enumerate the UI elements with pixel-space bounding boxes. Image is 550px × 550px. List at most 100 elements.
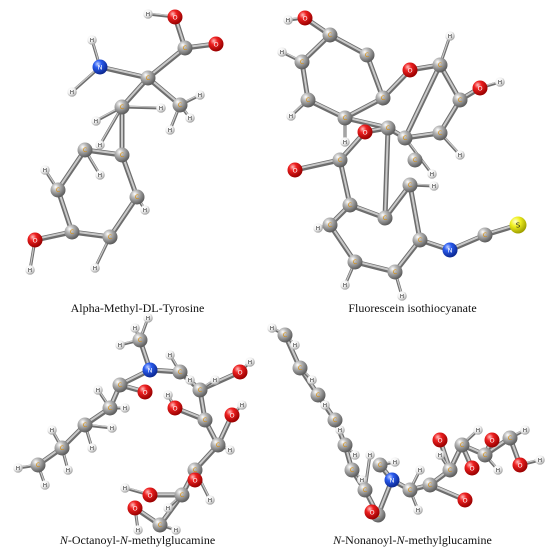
hydrogen-atom: H — [473, 425, 483, 435]
caption-italic-n: N — [396, 533, 405, 547]
carbon-sphere — [387, 264, 403, 280]
atom-label: O — [132, 504, 137, 512]
oxygen-sphere — [224, 407, 240, 423]
atom-label: C — [203, 417, 207, 424]
hydrogen-atom: H — [195, 90, 205, 100]
atom-label: O — [477, 84, 482, 92]
hydrogen-sphere — [90, 263, 100, 273]
carbon-sphere — [377, 210, 393, 226]
caption-italic-n: N — [119, 533, 128, 547]
carbon-atom: C — [64, 224, 80, 240]
hydrogen-atom: H — [91, 116, 101, 126]
atom-label: C — [316, 392, 320, 399]
carbon-sphere — [372, 457, 388, 473]
hydrogen-atom: H — [40, 480, 50, 490]
hydrogen-atom: H — [307, 375, 317, 385]
carbon-atom: C — [337, 110, 353, 126]
carbon-atom: C — [292, 360, 308, 376]
atom-label: C — [56, 187, 60, 194]
atom-label: H — [538, 458, 542, 464]
atom-label: O — [213, 40, 218, 48]
carbon-atom: C — [337, 437, 353, 453]
carbon-atom: C — [310, 387, 326, 403]
hydrogen-sphere — [163, 503, 173, 513]
atom-label: C — [483, 452, 487, 459]
hydrogen-atom: H — [67, 87, 77, 97]
carbon-atom: C — [442, 462, 458, 478]
caption-text: -methylglucamine — [404, 533, 492, 547]
atom-label: H — [323, 403, 327, 409]
hydrogen-sphere — [340, 137, 350, 147]
caption-text: Alpha-Methyl-DL-Tyrosine — [70, 301, 205, 315]
atom-label: C — [428, 482, 432, 489]
carbon-atom: C — [347, 254, 363, 270]
hydrogen-sphere — [115, 340, 125, 350]
hydrogen-sphere — [120, 403, 130, 413]
carbon-atom: C — [452, 92, 468, 108]
hydrogen-sphere — [210, 375, 220, 385]
atom-label: C — [178, 369, 182, 376]
carbon-atom: C — [322, 27, 338, 43]
hydrogen-atom: H — [185, 375, 195, 385]
atom-label: C — [328, 222, 332, 229]
carbon-sphere — [432, 125, 448, 141]
caption-text: Fluorescein isothiocyanate — [348, 301, 477, 315]
atom-label: C — [120, 104, 124, 111]
carbon-sphere — [172, 97, 188, 113]
atom-label: H — [174, 528, 178, 534]
hydrogen-atom: H — [165, 350, 175, 360]
carbon-atom: C — [344, 462, 360, 478]
hydrogen-atom: H — [427, 169, 437, 179]
hydrogen-atom: H — [267, 323, 277, 333]
hydrogen-sphere — [185, 375, 195, 385]
atom-label: H — [28, 268, 32, 274]
hydrogen-atom: H — [520, 425, 530, 435]
carbon-sphere — [502, 430, 518, 446]
carbon-sphere — [357, 482, 373, 498]
atom-label: C — [343, 442, 347, 449]
atom-label: C — [365, 52, 369, 59]
hydrogen-sphere — [357, 475, 367, 485]
atom-label: H — [248, 360, 252, 366]
hydrogen-sphere — [107, 423, 117, 433]
atom-label: C — [383, 215, 387, 222]
hydrogen-atom: H — [171, 525, 181, 535]
carbon-sphere — [140, 70, 156, 86]
atom-label: H — [496, 468, 500, 474]
hydrogen-sphere — [313, 223, 323, 233]
hydrogen-sphere — [290, 340, 300, 350]
atom-label: H — [338, 428, 342, 434]
hydrogen-sphere — [397, 291, 407, 301]
carbon-sphere — [192, 382, 208, 398]
atom-label: C — [418, 237, 422, 244]
hydrogen-sphere — [495, 77, 505, 87]
hydrogen-sphere — [67, 87, 77, 97]
carbon-atom: C — [454, 437, 470, 453]
hydrogen-sphere — [140, 205, 150, 215]
hydrogen-sphere — [25, 265, 35, 275]
hydrogen-sphere — [429, 181, 439, 191]
carbon-atom: C — [380, 120, 396, 136]
carbon-sphere — [277, 327, 293, 343]
atom-label: H — [430, 172, 434, 178]
carbon-sphere — [380, 120, 396, 136]
atom-label: H — [353, 453, 357, 459]
carbon-atom: C — [412, 232, 428, 248]
oxygen-sphere — [432, 432, 448, 448]
carbon-sphere — [210, 437, 226, 453]
hydrogen-sphere — [143, 9, 153, 19]
oxygen-atom: O — [464, 460, 480, 476]
atom-label: C — [283, 332, 287, 339]
atom-label: C — [350, 467, 354, 474]
hydrogen-atom: H — [143, 9, 153, 19]
carbon-sphere — [342, 197, 358, 213]
hydrogen-atom: H — [185, 113, 195, 123]
atom-label: H — [98, 143, 102, 149]
atom-label: C — [386, 125, 390, 132]
carbon-atom: C — [140, 70, 156, 86]
carbon-atom: C — [502, 430, 518, 446]
atom-label: H — [70, 90, 74, 96]
atom-label: H — [66, 468, 70, 474]
oxygen-sphere — [464, 460, 480, 476]
